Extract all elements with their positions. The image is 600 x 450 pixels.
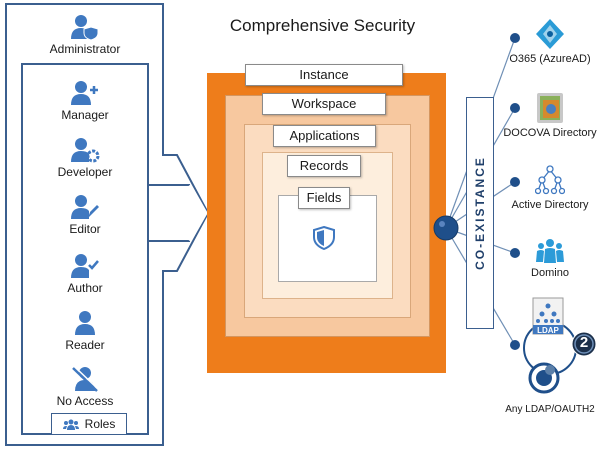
layer-label-records: Records <box>287 155 361 177</box>
role-editor: Editor <box>15 194 155 236</box>
provider-active-directory: Active Directory <box>500 164 600 211</box>
user-slash-icon <box>72 366 100 392</box>
user-gear-icon <box>71 138 100 163</box>
role-label: Manager <box>61 108 109 122</box>
provider-azure: O365 (AzureAD) <box>500 18 600 65</box>
coexistence-label: CO-EXISTANCE <box>473 156 487 270</box>
layer-fields <box>278 195 377 282</box>
user-edit-icon <box>71 195 99 219</box>
user-check-icon <box>71 254 99 278</box>
role-manager: Manager <box>15 80 155 122</box>
layer-label-fields: Fields <box>298 187 350 209</box>
role-developer: Developer <box>15 137 155 179</box>
node-docova <box>510 103 520 113</box>
role-label: Editor <box>69 222 101 236</box>
role-label: Reader <box>65 338 105 352</box>
role-no-access: No Access <box>15 366 155 408</box>
layer-label-applications: Applications <box>273 125 376 147</box>
provider-label: Active Directory <box>511 199 589 211</box>
provider-label: DOCOVA Directory <box>503 127 597 139</box>
role-author: Author <box>15 253 155 295</box>
provider-label: Domino <box>531 267 569 279</box>
role-reader: Reader <box>15 310 155 352</box>
node-ldap <box>510 340 520 350</box>
roles-tab-label: Roles <box>84 417 116 431</box>
oauth2-badge-number: 2 <box>579 334 589 351</box>
provider-label: Any LDAP/OAUTH2 <box>505 404 595 415</box>
user-shield-icon <box>71 15 99 40</box>
hub-node <box>433 215 459 241</box>
layer-label-instance: Instance <box>245 64 403 86</box>
active-directory-icon <box>535 165 565 195</box>
shield-icon <box>313 226 335 250</box>
user-icon <box>75 311 95 335</box>
role-label: Developer <box>57 165 113 179</box>
node-ad <box>510 177 520 187</box>
roles-frame <box>5 3 210 446</box>
node-domino <box>510 248 520 258</box>
user-plus-icon <box>71 81 98 105</box>
domino-icon <box>536 239 564 263</box>
ldap-oauth-icon <box>523 297 597 394</box>
azure-ad-icon <box>536 19 564 49</box>
role-label: No Access <box>56 394 114 408</box>
docova-directory-icon <box>537 93 563 123</box>
role-administrator: Administrator <box>15 14 155 56</box>
node-azure <box>510 33 520 43</box>
provider-label: O365 (AzureAD) <box>509 53 591 65</box>
roles-tab: Roles <box>51 413 127 435</box>
provider-domino: Domino <box>500 238 600 279</box>
ldap-badge-text: LDAP <box>537 326 559 335</box>
users-icon <box>62 419 79 430</box>
coexistence-bar: CO-EXISTANCE <box>466 97 494 329</box>
role-label: Administrator <box>49 42 121 56</box>
diagram-title: Comprehensive Security <box>229 16 416 35</box>
role-label: Author <box>67 281 103 295</box>
provider-docova: DOCOVA Directory <box>500 92 600 139</box>
layer-label-workspace: Workspace <box>262 93 386 115</box>
